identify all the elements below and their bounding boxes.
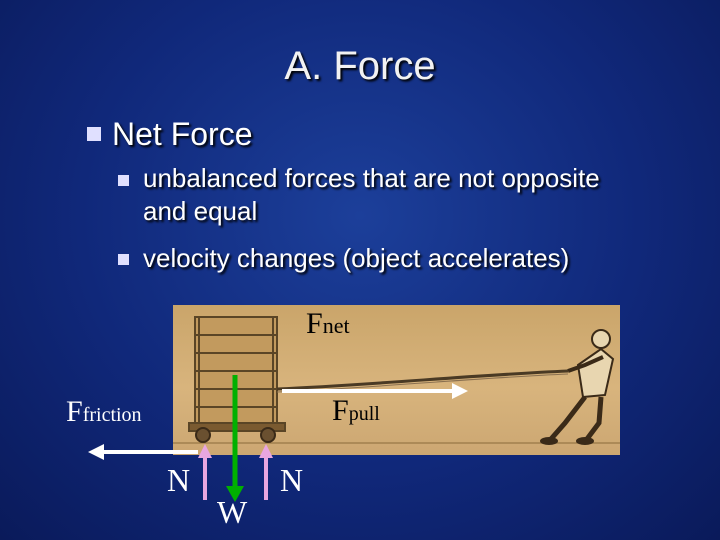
- f-pull-arrow: [282, 383, 468, 399]
- f-friction-arrow: [88, 444, 198, 460]
- normal-label-right: N: [280, 462, 303, 499]
- normal-label-left: N: [167, 462, 190, 499]
- normal-arrow-right: [259, 444, 273, 500]
- normal-arrow-left: [198, 444, 212, 500]
- weight-label: W: [217, 494, 247, 531]
- weight-arrow: [226, 375, 244, 502]
